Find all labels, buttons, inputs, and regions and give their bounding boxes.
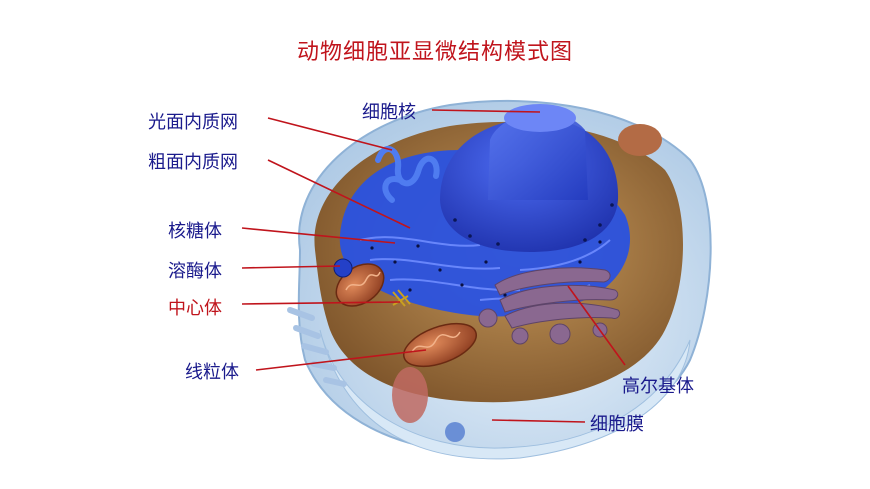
nuclear-pores (453, 203, 614, 246)
leader-line-mitochondrion (255, 349, 427, 371)
cell-membrane-rim (319, 329, 691, 460)
vesicle-blue (445, 422, 465, 442)
vesicle (618, 124, 662, 156)
leader-line-smooth-er (267, 117, 393, 151)
label-smooth-er: 光面内质网 (148, 112, 238, 133)
leader-line-ribosome (241, 227, 396, 244)
label-lysosome: 溶酶体 (168, 261, 222, 282)
leader-lines (241, 109, 626, 423)
leader-line-lysosome (241, 265, 341, 269)
label-ribosome: 核糖体 (168, 221, 222, 242)
label-nucleus: 细胞核 (362, 102, 416, 123)
leader-line-golgi (567, 285, 626, 366)
lysosome (333, 258, 353, 278)
diagram-title: 动物细胞亚显微结构模式图 (296, 40, 573, 65)
nucleus-cut-face (488, 112, 588, 200)
microvilli (287, 307, 347, 387)
label-cell-membrane: 细胞膜 (590, 414, 644, 435)
leader-line-nucleus (431, 109, 541, 113)
nucleolus (504, 104, 576, 132)
leader-line-membrane (491, 419, 586, 423)
label-centrosome: 中心体 (168, 298, 222, 319)
leader-line-centrosome (241, 301, 401, 305)
centrosome (392, 289, 411, 307)
mitochondrion-lower (403, 322, 477, 368)
golgi-apparatus (478, 267, 621, 345)
vacuole (392, 367, 428, 423)
label-rough-er: 粗面内质网 (148, 152, 238, 173)
label-golgi: 高尔基体 (622, 376, 694, 397)
label-mitochondrion: 线粒体 (185, 362, 239, 383)
leader-line-rough-er (267, 159, 411, 229)
